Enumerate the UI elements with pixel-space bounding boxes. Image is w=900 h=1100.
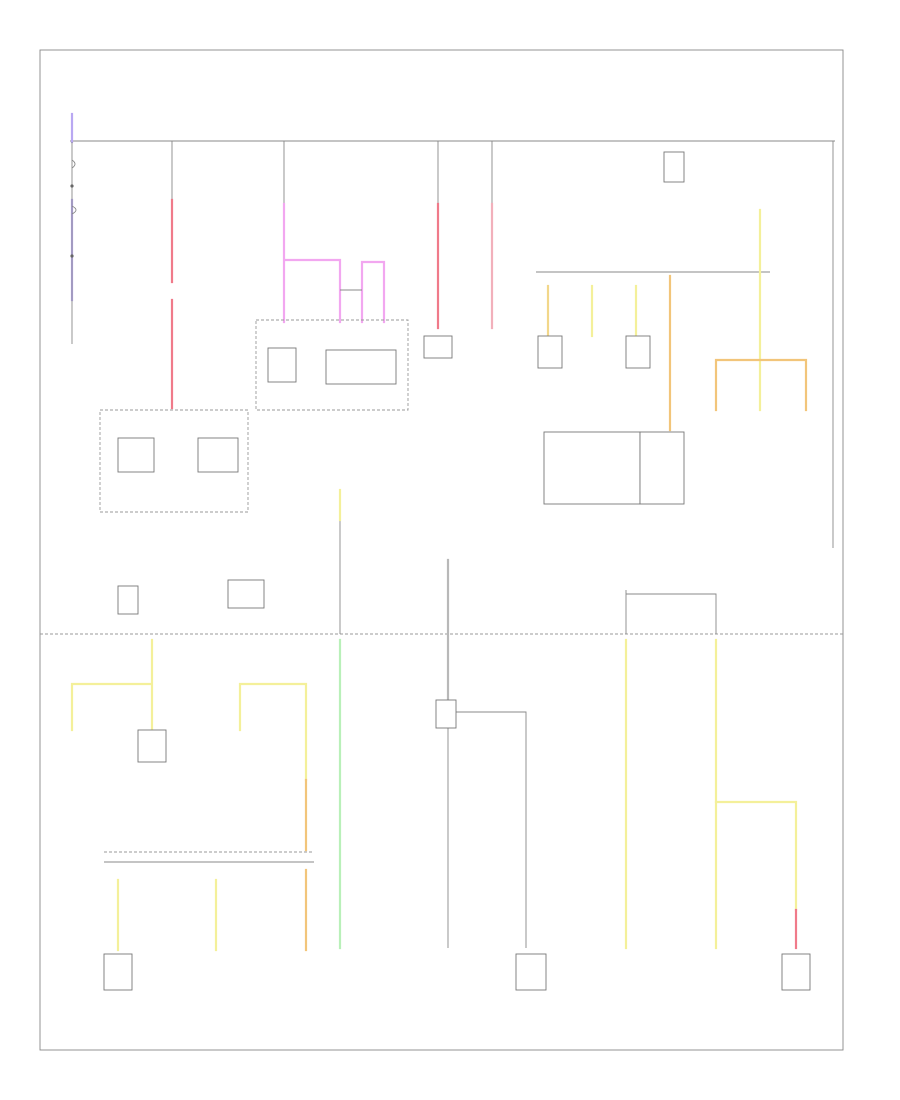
wire-yellow-f: [714, 358, 808, 412]
component-box: [227, 579, 265, 609]
relay-box-outline: [255, 319, 409, 411]
component-box: [537, 335, 563, 369]
fuse-symbol: [71, 159, 76, 169]
wire-yellow-left: [70, 638, 154, 732]
component-box: [625, 335, 651, 369]
component-box: [543, 431, 641, 505]
fuse-symbol: [71, 205, 77, 215]
component-box: [639, 431, 685, 505]
wire-gray-branch: [448, 711, 527, 948]
component-box: [103, 953, 133, 991]
component-box: [781, 953, 811, 991]
component-box: [435, 699, 457, 729]
component-box: [423, 335, 453, 359]
component-box: [267, 347, 297, 383]
component-box: [137, 729, 167, 763]
wire-yellow-right-branch: [714, 800, 798, 912]
wire-right-loop: [625, 590, 717, 634]
component-box: [117, 437, 155, 473]
component-box: [325, 349, 397, 385]
wire-pink-network: [282, 202, 386, 324]
wire-yellow-mid: [238, 682, 308, 782]
component-box: [197, 437, 239, 473]
junction-dot: [70, 254, 74, 258]
component-box: [117, 585, 139, 615]
component-box: [515, 953, 547, 991]
diagram-frame: [39, 49, 844, 1051]
junction-dot: [70, 184, 74, 188]
component-box: [663, 151, 685, 183]
